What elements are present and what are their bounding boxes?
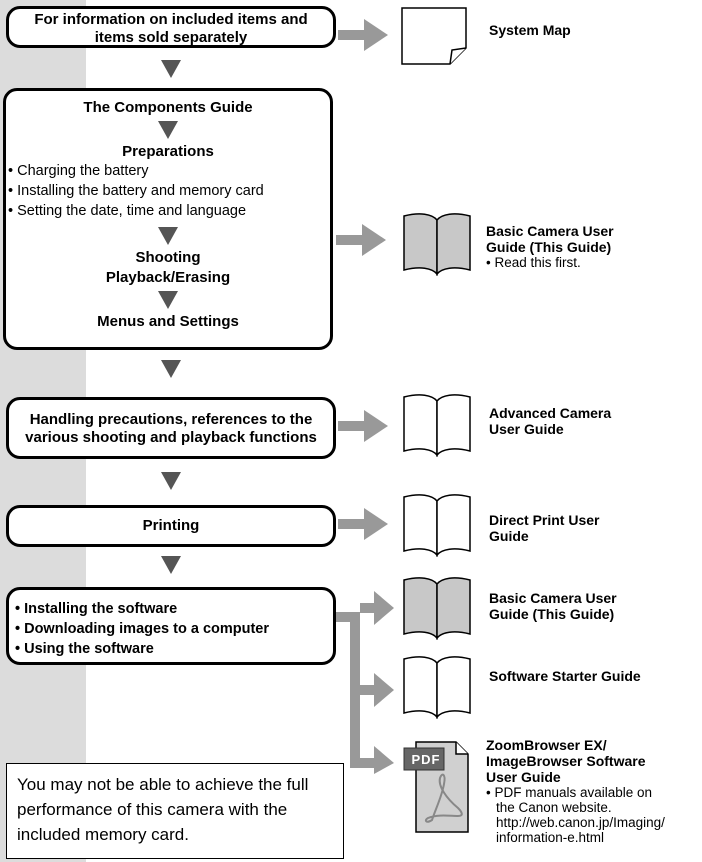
direct-print-line2: Guide — [489, 528, 529, 544]
shooting-heading: Shooting — [135, 249, 201, 266]
zoombrowser-line3: User Guide — [486, 769, 561, 785]
advanced-guide-line2: User Guide — [489, 421, 564, 437]
memory-card-note: You may not be able to achieve the full … — [6, 763, 344, 859]
right-arrow-1 — [338, 19, 388, 51]
direct-print-line1: Direct Print User — [489, 512, 600, 528]
zoombrowser-note-3: http://web.canon.jp/Imaging/ — [496, 815, 665, 830]
zoombrowser-note-1: • PDF manuals available on — [486, 785, 653, 800]
handling-line2: various shooting and playback functions — [25, 429, 317, 446]
note-line1: You may not be able to achieve the full — [17, 775, 309, 794]
info-box-line2: items sold separately — [94, 29, 248, 46]
right-arrow-4 — [338, 508, 388, 540]
direct-print-label: Direct Print User Guide — [489, 512, 599, 544]
basic-guide-2-line2: Guide (This Guide) — [489, 606, 615, 622]
handling-line1: Handling precautions, references to the — [29, 411, 313, 428]
components-box: The Components Guide Preparations • Char… — [3, 88, 333, 350]
advanced-guide-line1: Advanced Camera — [489, 405, 612, 421]
book-gray-icon — [403, 577, 471, 641]
software-starter-label: Software Starter Guide — [489, 668, 641, 684]
playback-heading: Playback/Erasing — [105, 269, 231, 286]
software-item-3: • Using the software — [15, 641, 154, 657]
pdf-badge: PDF — [411, 752, 441, 767]
down-arrow-4 — [161, 556, 181, 574]
down-arrow-1 — [161, 60, 181, 78]
info-box: For information on included items and it… — [6, 6, 336, 48]
right-arrow-2 — [336, 224, 386, 256]
down-arrow-inner-2 — [158, 227, 178, 245]
handling-box: Handling precautions, references to the … — [6, 397, 336, 459]
note-line2: performance of this camera with the — [17, 800, 288, 819]
software-item-2: • Downloading images to a computer — [15, 621, 270, 637]
zoombrowser-line1: ZoomBrowser EX/ — [486, 737, 607, 753]
system-map-label: System Map — [489, 22, 571, 38]
software-box: • Installing the software • Downloading … — [6, 587, 336, 665]
book-gray-icon — [403, 213, 471, 277]
book-white-icon — [403, 394, 471, 458]
zoombrowser-label: ZoomBrowser EX/ ImageBrowser Software Us… — [486, 737, 665, 845]
right-arrow-3 — [338, 410, 388, 442]
software-item-1: • Installing the software — [15, 601, 178, 617]
basic-guide-2-line1: Basic Camera User — [489, 590, 617, 606]
zoombrowser-note-4: information-e.html — [496, 830, 605, 845]
advanced-guide-label: Advanced Camera User Guide — [489, 405, 611, 437]
prep-item-1: • Charging the battery — [8, 163, 149, 179]
printing-box: Printing — [6, 505, 336, 547]
basic-guide-label: Basic Camera User Guide (This Guide) • R… — [486, 223, 614, 270]
components-title: The Components Guide — [83, 99, 253, 116]
down-arrow-inner-3 — [158, 291, 178, 309]
printing-label: Printing — [142, 517, 200, 534]
down-arrow-3 — [161, 472, 181, 490]
pdf-icon — [403, 741, 469, 833]
menus-heading: Menus and Settings — [97, 313, 239, 330]
down-arrow-inner-1 — [158, 121, 178, 139]
prep-item-3: • Setting the date, time and language — [8, 203, 247, 219]
down-arrow-2 — [161, 360, 181, 378]
preparations-heading: Preparations — [122, 143, 214, 160]
prep-item-2: • Installing the battery and memory card — [8, 183, 264, 199]
zoombrowser-note-2: the Canon website. — [496, 800, 612, 815]
book-white-icon — [403, 656, 471, 720]
basic-guide-2-label: Basic Camera User Guide (This Guide) — [489, 590, 617, 622]
system-map-icon — [401, 7, 467, 65]
basic-guide-note: • Read this first. — [486, 255, 581, 270]
info-box-line1: For information on included items and — [34, 11, 308, 28]
zoombrowser-line2: ImageBrowser Software — [486, 753, 646, 769]
branch-arrow-tree — [336, 591, 394, 774]
basic-guide-line2: Guide (This Guide) — [486, 239, 612, 255]
basic-guide-line1: Basic Camera User — [486, 223, 614, 239]
note-line3: included memory card. — [17, 825, 189, 844]
book-white-icon — [403, 494, 471, 558]
